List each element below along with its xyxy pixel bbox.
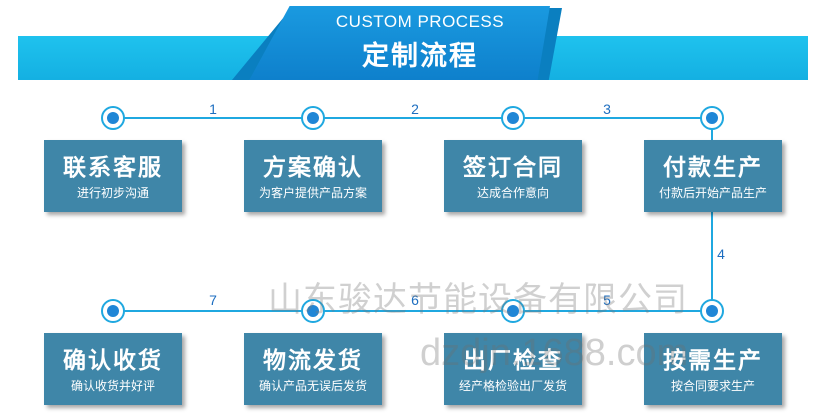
step-box-4: 付款生产 付款后开始产品生产	[644, 140, 782, 212]
node-step-6	[501, 299, 525, 323]
step-title: 确认收货	[63, 348, 163, 374]
step-subtitle: 为客户提供产品方案	[258, 186, 367, 200]
step-box-3: 签订合同 达成合作意向	[444, 140, 582, 212]
step-title: 出厂检查	[463, 348, 563, 374]
node-step-8	[101, 299, 125, 323]
step-box-2: 方案确认 为客户提供产品方案	[244, 140, 382, 212]
step-subtitle: 达成合作意向	[476, 186, 549, 200]
connector-number-6: 6	[411, 292, 419, 308]
node-step-7	[301, 299, 325, 323]
header-title-en: CUSTOM PROCESS	[335, 12, 505, 31]
step-subtitle: 进行初步沟通	[76, 186, 149, 200]
watermark-company: 山东骏达节能设备有限公司	[268, 280, 688, 320]
node-step-3	[501, 106, 525, 130]
node-step-4	[700, 106, 724, 130]
connector-number-2: 2	[411, 101, 419, 117]
step-subtitle: 付款后开始产品生产	[658, 186, 767, 200]
step-title: 物流发货	[263, 348, 363, 374]
connector-number-5: 5	[603, 292, 611, 308]
step-box-1: 联系客服 进行初步沟通	[44, 140, 182, 212]
connector-number-4: 4	[717, 246, 725, 262]
step-title: 联系客服	[63, 155, 163, 181]
step-title: 按需生产	[663, 348, 763, 374]
header-tab	[249, 6, 550, 80]
step-title: 方案确认	[263, 155, 363, 181]
header-title-zh: 定制流程	[362, 41, 478, 72]
step-subtitle: 确认收货并好评	[70, 379, 155, 393]
step-subtitle: 经产格检验出厂发货	[458, 379, 567, 393]
step-title: 付款生产	[663, 155, 763, 181]
connector-number-1: 1	[209, 101, 217, 117]
node-step-1	[101, 106, 125, 130]
step-box-7: 物流发货 确认产品无误后发货	[244, 333, 382, 405]
node-step-2	[301, 106, 325, 130]
bottom-connector-line	[112, 310, 712, 312]
step-box-6: 出厂检查 经产格检验出厂发货	[444, 333, 582, 405]
step-subtitle: 确认产品无误后发货	[258, 379, 367, 393]
top-connector-line	[112, 117, 712, 119]
step-box-8: 确认收货 确认收货并好评	[44, 333, 182, 405]
connector-number-7: 7	[209, 292, 217, 308]
right-vertical-connector	[711, 118, 713, 311]
step-subtitle: 按合同要求生产	[670, 379, 755, 393]
connector-number-3: 3	[603, 101, 611, 117]
step-box-5: 按需生产 按合同要求生产	[644, 333, 782, 405]
node-step-5	[700, 299, 724, 323]
step-title: 签订合同	[463, 155, 563, 181]
